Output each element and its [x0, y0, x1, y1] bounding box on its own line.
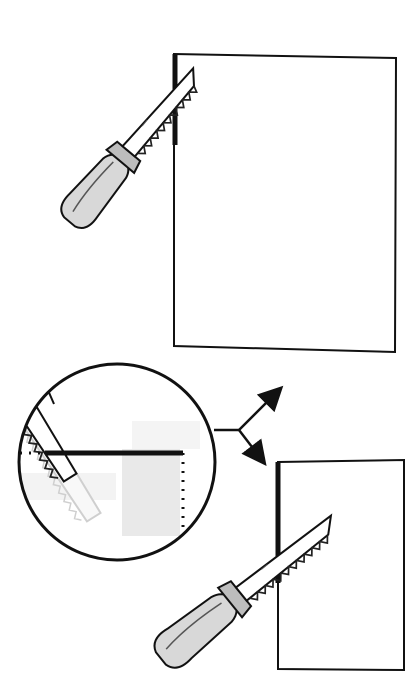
- top-saw-handle-groove: [72, 161, 114, 212]
- top-saw-mark: [141, 119, 148, 127]
- bottom-saw-icon: [153, 513, 333, 669]
- bottom-saw-blade: [234, 513, 333, 603]
- detail-view: [17, 362, 217, 562]
- top-saw-teeth: [137, 85, 198, 155]
- bottom-saw-collar: [216, 579, 253, 619]
- top-saw-icon: [60, 65, 198, 229]
- bottom-panel: [277, 458, 405, 672]
- bottom-saw-handle-groove: [165, 602, 222, 650]
- bottom-saw-mark: [260, 564, 268, 570]
- split-arrow-icon: [214, 385, 284, 466]
- bottom-step: [153, 458, 405, 672]
- magnifier-outline: [17, 362, 217, 562]
- top-panel: [173, 52, 398, 354]
- detail-shadow-top: [132, 421, 200, 449]
- detail-shadow-panel: [122, 449, 180, 536]
- top-step: [60, 52, 398, 354]
- top-saw-collar: [104, 140, 142, 175]
- bottom-saw-teeth: [249, 535, 329, 601]
